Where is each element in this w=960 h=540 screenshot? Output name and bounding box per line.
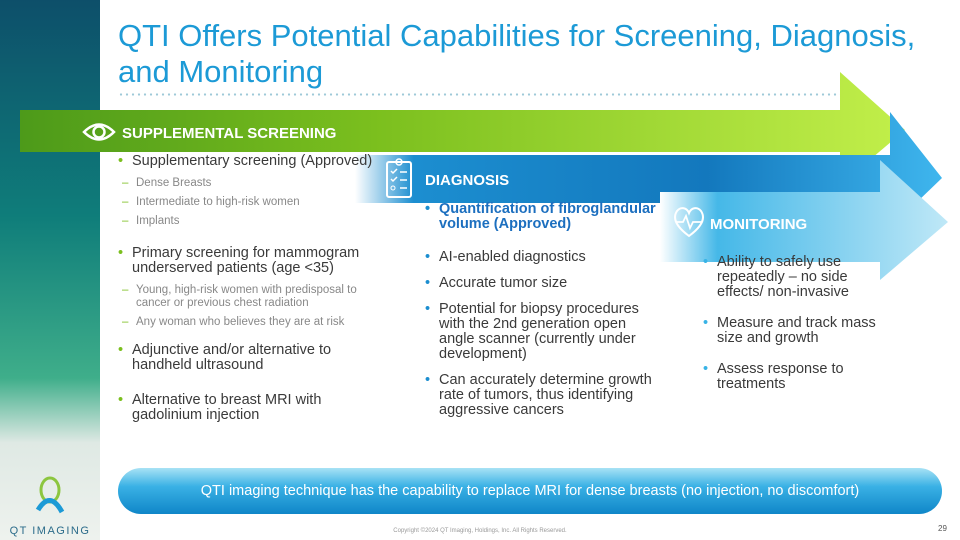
monitoring-header: MONITORING xyxy=(672,205,807,243)
monitoring-arrow xyxy=(660,160,948,280)
diagnosis-column: Quantification of fibroglandular volume … xyxy=(425,202,665,418)
bullet: Potential for biopsy procedures with the… xyxy=(425,302,665,362)
bullet: Supplementary screening (Approved) xyxy=(118,154,393,170)
copyright: Copyright ©2024 QT Imaging, Holdings, In… xyxy=(393,528,567,534)
screening-arrow xyxy=(20,72,905,185)
page-number: 29 xyxy=(938,524,947,533)
screening-column: Supplementary screening (Approved) Dense… xyxy=(118,154,393,436)
logo-mark-icon xyxy=(35,476,65,514)
monitoring-column: Ability to safely use repeatedly – no si… xyxy=(703,255,893,405)
decorative-sidebar xyxy=(0,0,100,540)
bullet: Accurate tumor size xyxy=(425,276,665,292)
arrows xyxy=(20,72,948,280)
bullet: Ability to safely use repeatedly – no si… xyxy=(703,255,893,300)
company-logo: QT IMAGING xyxy=(4,470,96,540)
eye-icon xyxy=(82,121,116,147)
dotted-divider xyxy=(118,93,858,96)
slide-title: QTI Offers Potential Capabilities for Sc… xyxy=(118,18,916,89)
screening-header: SUPPLEMENTAL SCREENING xyxy=(82,121,336,147)
bullet: Assess response to treatments xyxy=(703,362,893,392)
sub-bullet: Any woman who believes they are at risk xyxy=(118,316,393,329)
heart-pulse-icon xyxy=(672,205,706,243)
bullet: AI-enabled diagnostics xyxy=(425,250,665,266)
highlight-bullet: Quantification of fibroglandular volume … xyxy=(425,202,665,232)
summary-banner: QTI imaging technique has the capability… xyxy=(118,468,942,514)
bullet: Adjunctive and/or alternative to handhel… xyxy=(118,343,393,373)
sub-bullet: Dense Breasts xyxy=(118,177,393,190)
diagnosis-header: DIAGNOSIS xyxy=(385,157,509,203)
bullet: Primary screening for mammogram underser… xyxy=(118,246,393,276)
bullet: Alternative to breast MRI with gadoliniu… xyxy=(118,393,393,423)
sub-bullet: Intermediate to high-risk women xyxy=(118,196,393,209)
sub-bullet: Implants xyxy=(118,215,393,228)
bullet: Measure and track mass size and growth xyxy=(703,316,893,346)
bullet: Can accurately determine growth rate of … xyxy=(425,373,665,418)
sub-bullet: Young, high-risk women with predisposal … xyxy=(118,284,393,310)
